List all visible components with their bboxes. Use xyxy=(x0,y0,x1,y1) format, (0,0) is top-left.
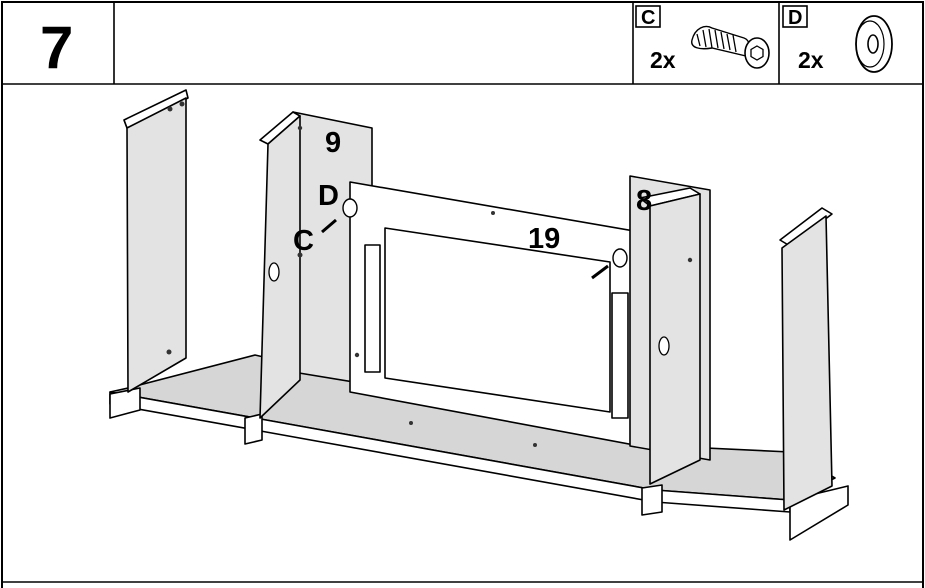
washer-icon xyxy=(855,15,893,73)
hardware-item-c: C 2x xyxy=(635,5,770,73)
screw-icon xyxy=(691,25,770,69)
label-part-19: 19 xyxy=(528,223,560,255)
washer-placed xyxy=(342,198,628,268)
right-divider-panel xyxy=(629,175,711,485)
label-washer-d: D xyxy=(318,180,339,212)
hardware-code: D xyxy=(788,7,802,29)
label-part-8: 8 xyxy=(636,185,652,217)
screw-placed xyxy=(321,218,609,280)
label-screw-c: C xyxy=(293,225,314,257)
left-side-panel xyxy=(123,89,189,393)
hardware-quantity: 2x xyxy=(798,47,824,73)
step-number: 7 xyxy=(40,14,73,81)
hardware-quantity: 2x xyxy=(650,47,676,73)
back-panel xyxy=(349,181,641,447)
label-part-9: 9 xyxy=(325,127,341,159)
right-side-panel xyxy=(779,207,833,511)
hardware-code: C xyxy=(641,7,655,29)
hardware-item-d: D 2x xyxy=(782,5,893,73)
furniture-illustration xyxy=(109,89,849,541)
